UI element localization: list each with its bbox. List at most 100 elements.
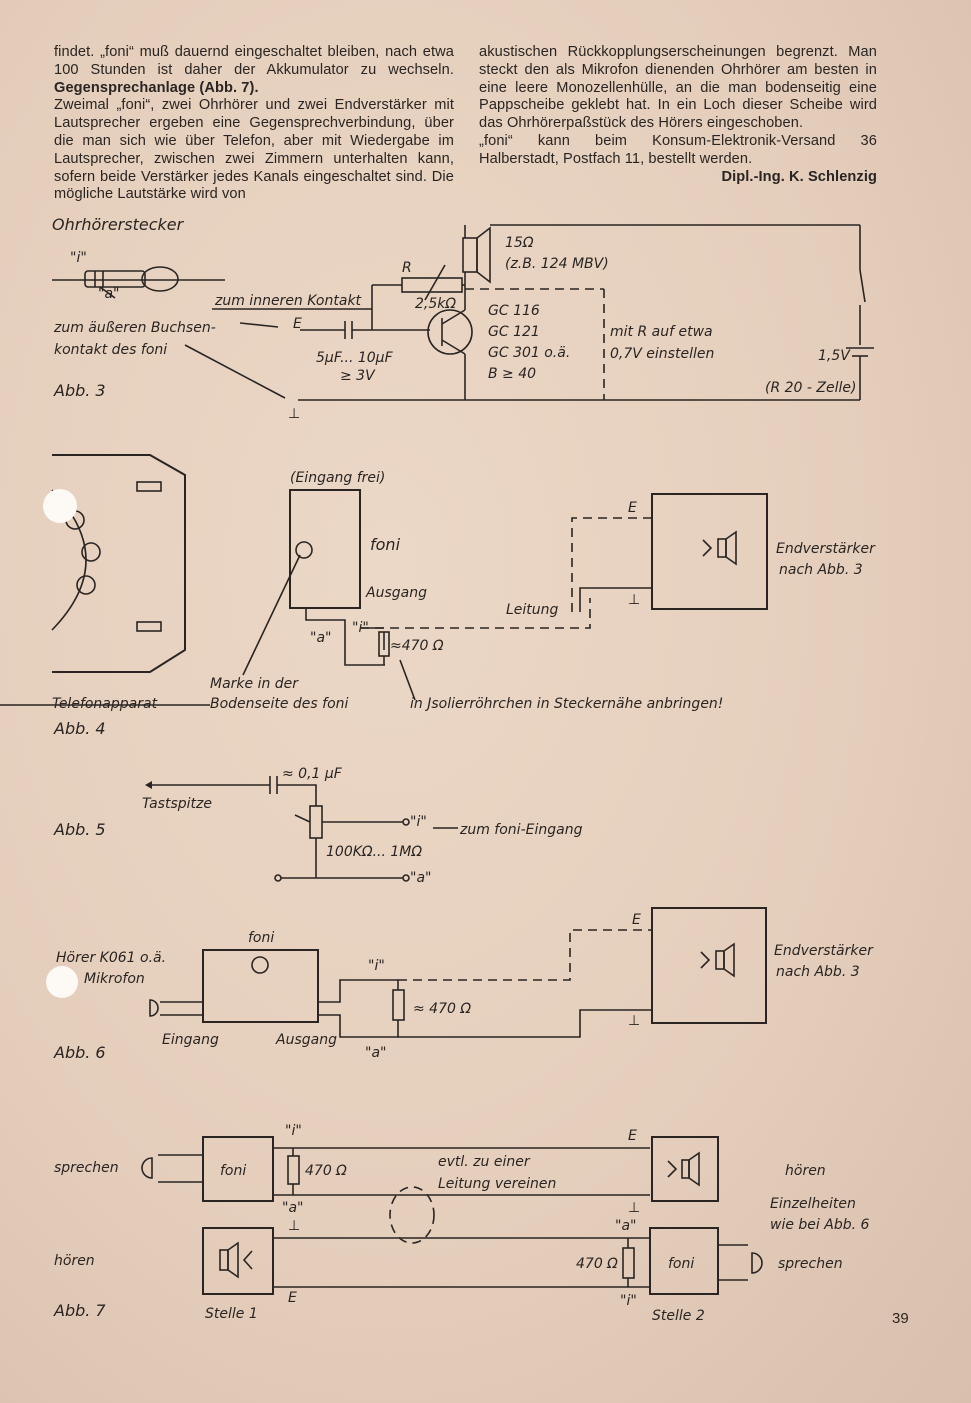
e-label: E	[628, 1128, 637, 1144]
figure-label: Abb. 5	[53, 820, 106, 839]
foni-label: foni	[248, 930, 274, 946]
amplifier-box	[651, 907, 767, 1024]
battery-voltage: 1,5V	[818, 348, 851, 364]
hear-label: hören	[54, 1253, 95, 1269]
text-column-right: akustischen Rückkopplungserscheinungen b…	[479, 44, 877, 186]
section-heading: Gegensprechanlage (Abb. 7).	[54, 79, 259, 96]
label-a: "a"	[410, 870, 431, 886]
adjust-note: 0,7V einstellen	[610, 346, 714, 362]
label-a: "a"	[310, 630, 331, 646]
ground-label: ⊥	[628, 592, 640, 608]
label-i: "i"	[70, 250, 87, 266]
output-label: Ausgang	[275, 1032, 337, 1048]
inner-contact-label: zum inneren Kontakt	[214, 293, 362, 309]
note: Leitung vereinen	[438, 1176, 556, 1192]
plug-drawing	[52, 266, 225, 299]
to-input-label: zum foni-Eingang	[459, 822, 583, 838]
figure-abb3: Ohrhörerstecker "i" "a" zum inneren Kont…	[52, 215, 874, 422]
speaker-impedance: 15Ω	[505, 235, 534, 251]
telephone-label: Telefonapparat	[52, 696, 158, 712]
foni-label: foni	[220, 1163, 246, 1179]
output-label: Ausgang	[365, 585, 427, 601]
label-i: "i"	[410, 814, 427, 830]
paragraph: Zweimal „foni“, zwei Ohrhörer und zwei E…	[54, 97, 454, 203]
foni-box	[289, 489, 361, 609]
note: evtl. zu einer	[438, 1154, 531, 1170]
e-label: E	[632, 912, 641, 928]
telephone-outline	[52, 454, 186, 673]
foni-label: foni	[370, 535, 401, 554]
e-label: E	[628, 500, 637, 516]
potentiometer	[309, 805, 323, 839]
transistor-symbol	[427, 309, 473, 355]
station-label: Stelle 2	[652, 1308, 705, 1324]
label-i: "i"	[352, 620, 369, 636]
transistor-type: GC 121	[488, 324, 540, 340]
figure-label: Abb. 7	[53, 1301, 106, 1320]
text-run: findet. „foni“ muß dauernd eingeschaltet…	[54, 44, 454, 78]
r-label: R	[402, 260, 412, 276]
ground-label: ⊥	[288, 1218, 300, 1234]
speaker-type: (z.B. 124 MBV)	[505, 256, 609, 272]
page-number: 39	[892, 1310, 909, 1327]
label-a: "a"	[282, 1200, 303, 1216]
label-i: "i"	[285, 1123, 302, 1139]
figure-abb5: ≈ 0,1 μF Tastspitze "i" zum foni-Eingang…	[53, 766, 583, 886]
e-label: E	[288, 1290, 297, 1306]
foni-label: foni	[668, 1256, 694, 1272]
foni-box	[202, 949, 319, 1023]
speaker-box-2	[202, 1227, 274, 1295]
amplifier-label: nach Abb. 3	[776, 964, 860, 980]
probe-label: Tastspitze	[142, 796, 212, 812]
hoerer-label: Mikrofon	[84, 971, 145, 987]
resistor-value: 470 Ω	[576, 1256, 618, 1272]
input-label: Eingang	[162, 1032, 219, 1048]
speaker-symbol	[462, 237, 478, 273]
paragraph: „foni“ kann beim Konsum-Elektronik-Versa…	[479, 132, 877, 167]
speak-label: sprechen	[54, 1160, 119, 1176]
resistor-value: ≈ 470 Ω	[413, 1001, 471, 1017]
label-i: "i"	[620, 1293, 637, 1309]
punch-hole	[46, 966, 78, 998]
amplifier-box-1	[651, 1136, 719, 1202]
cap-voltage: ≥ 3V	[340, 368, 376, 384]
label-a: "a"	[98, 286, 119, 302]
marke-label: Marke in der	[210, 676, 299, 692]
figure-abb6: foni Hörer K061 o.ä. Mikrofon Eingang Au…	[46, 907, 874, 1062]
label-a: "a"	[615, 1218, 636, 1234]
punch-hole	[43, 489, 77, 523]
cap-value: 5μF... 10μF	[316, 350, 394, 366]
amplifier-label: Endverstärker	[776, 541, 876, 557]
resistor-value: 470 Ω	[305, 1163, 347, 1179]
input-free-label: (Eingang frei)	[290, 470, 385, 486]
r-value: 2,5kΩ	[415, 296, 456, 312]
hear-label: hören	[785, 1163, 826, 1179]
foni-box-2	[649, 1227, 719, 1295]
outer-contact-label: kontakt des foni	[54, 342, 167, 358]
figure-abb7: sprechen foni "i" "a" 470 Ω evtl. zu ein…	[53, 1123, 869, 1324]
detail-note: wie bei Abb. 6	[770, 1217, 869, 1233]
outer-contact-label: zum äußeren Buchsen-	[53, 320, 216, 336]
ground-label: ⊥	[628, 1200, 640, 1216]
battery-type: (R 20 - Zelle)	[765, 380, 856, 396]
speak-label: sprechen	[778, 1256, 843, 1272]
ground-label: ⊥	[288, 406, 300, 422]
pot-value: 100KΩ... 1MΩ	[326, 844, 422, 860]
foni-box-1	[202, 1136, 274, 1202]
amplifier-label: Endverstärker	[774, 943, 874, 959]
resistor-value: ≈470 Ω	[390, 638, 444, 654]
leitung-label: Leitung	[506, 602, 559, 618]
adjust-note: mit R auf etwa	[610, 324, 713, 340]
e-label: E	[293, 316, 302, 332]
paragraph: akustischen Rückkopplungserscheinungen b…	[479, 44, 877, 132]
transistor-type: GC 116	[488, 303, 540, 319]
isolation-note: in Jsolierröhrchen in Steckernähe anbrin…	[410, 696, 723, 712]
label-a: "a"	[365, 1045, 386, 1061]
amplifier-label: nach Abb. 3	[779, 562, 863, 578]
paragraph: findet. „foni“ muß dauernd eingeschaltet…	[54, 44, 454, 97]
plug-title: Ohrhörerstecker	[52, 215, 185, 234]
marke-label: Bodenseite des foni	[210, 696, 349, 712]
text-column-left: findet. „foni“ muß dauernd eingeschaltet…	[54, 44, 454, 204]
figure-abb4: (Eingang frei) foni Ausgang E Endverstär…	[0, 454, 876, 738]
